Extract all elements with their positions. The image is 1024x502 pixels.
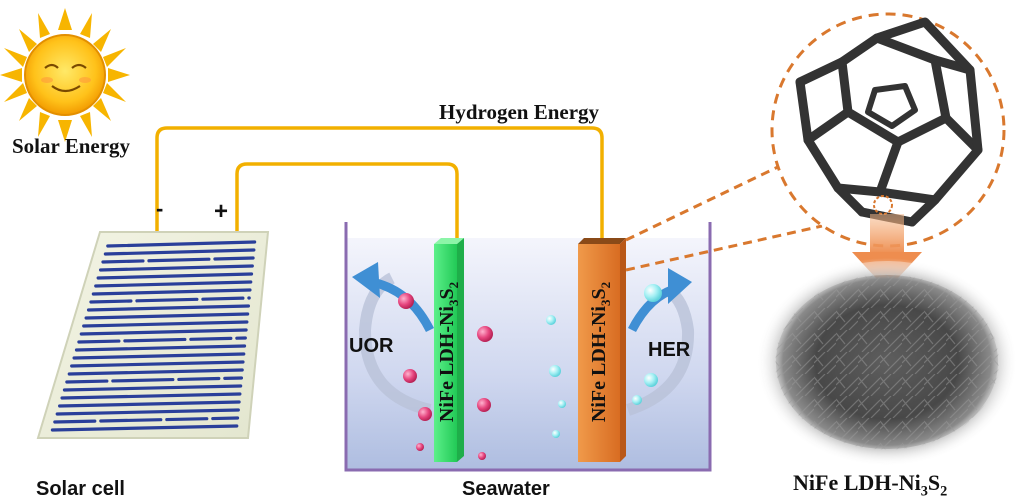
panel-stripe (72, 352, 246, 360)
seawater-beaker (344, 222, 712, 472)
panel-stripe (94, 280, 253, 288)
anode-label: NiFe LDH-Ni3S2 (436, 281, 461, 423)
panel-stripe (103, 248, 256, 256)
zoom-point (873, 195, 893, 215)
inner-wire (235, 162, 459, 246)
panel-stripe (67, 368, 244, 376)
pink-bubbles (398, 293, 493, 460)
cathode-label: NiFe LDH-Ni3S2 (588, 281, 613, 423)
panel-stripe (91, 288, 252, 296)
solar-panel (36, 231, 270, 439)
material-label: NiFe LDH-Ni3S2 (793, 470, 948, 500)
panel-stripe (84, 312, 250, 320)
panel-stripe (55, 408, 240, 416)
cyan-bubbles (546, 284, 662, 438)
outer-wire (155, 126, 604, 240)
her-label: HER (648, 339, 691, 361)
panel-stripe (53, 416, 240, 424)
anode-electrode (434, 238, 464, 462)
panel-stripe (98, 264, 254, 272)
panel-stripe (82, 320, 249, 328)
panel-stripe (101, 256, 255, 264)
panel-stripe (60, 392, 242, 400)
panel-stripe (70, 360, 245, 368)
panel-stripe (74, 344, 247, 352)
circuit-wires (155, 126, 604, 246)
hydrogen-energy-label: Hydrogen Energy (439, 100, 600, 124)
panel-stripe (58, 400, 241, 408)
panel-stripe (89, 296, 251, 304)
zoom-callout (625, 12, 1006, 272)
positive-terminal-label: + (214, 198, 229, 225)
panel-stripe (65, 376, 244, 384)
panel-stripe (86, 304, 251, 312)
solar-cell-label: Solar cell (36, 478, 125, 500)
panel-stripe (62, 384, 243, 392)
panel-stripe (50, 424, 239, 432)
uor-label: UOR (349, 335, 394, 357)
solar-energy-label: Solar Energy (12, 134, 131, 158)
cathode-electrode (578, 238, 626, 462)
panel-stripe (77, 336, 247, 344)
her-arrow-icon (626, 268, 695, 416)
sun-icon (0, 8, 130, 142)
negative-terminal-label: - (156, 196, 164, 221)
seawater-label: Seawater (462, 478, 550, 500)
panel-stripe (79, 328, 248, 336)
sem-image (757, 258, 1017, 466)
panel-stripe (96, 272, 254, 280)
panel-stripes (50, 240, 257, 432)
panel-stripe (106, 240, 257, 248)
